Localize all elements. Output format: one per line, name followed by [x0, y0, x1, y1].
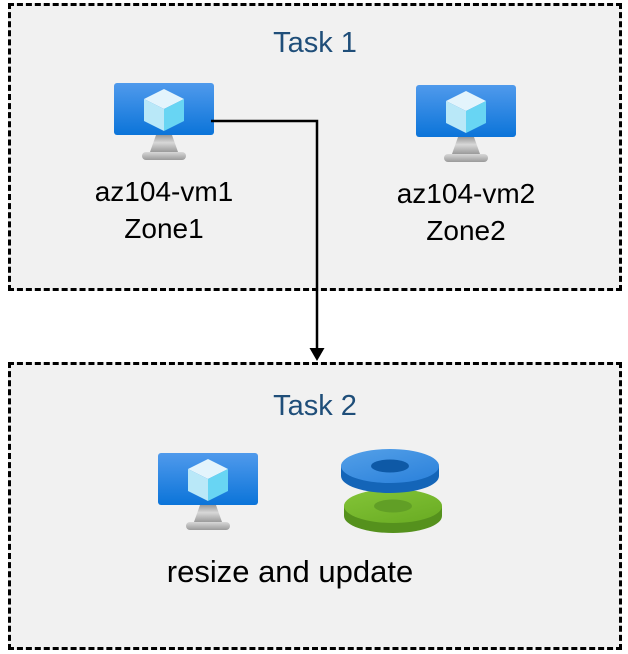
cube-glyph — [188, 459, 228, 501]
vm-name-label: az104-vm1 — [94, 176, 234, 207]
vm-zone-label: Zone1 — [124, 213, 204, 244]
vm-group-az104-vm2: az104-vm2 Zone2 — [386, 85, 546, 249]
blue-disk — [341, 449, 439, 493]
task2-caption: resize and update — [166, 554, 414, 589]
cube-glyph — [144, 89, 184, 131]
virtual-machine-icon — [416, 85, 516, 162]
vm-label: az104-vm2 Zone2 — [397, 175, 536, 249]
vm-name-label: az104-vm2 — [396, 178, 536, 209]
vm-zone-label: Zone2 — [426, 215, 506, 246]
task1-box: Task 1 az104-vm1 Zone1 — [8, 3, 622, 291]
task2-title: Task 2 — [273, 390, 357, 422]
task2-box: Task 2 resi — [8, 362, 622, 650]
managed-disks-icon — [341, 449, 442, 533]
virtual-machine-icon — [114, 83, 214, 160]
green-disk — [344, 489, 442, 533]
virtual-machine-icon — [158, 453, 258, 530]
vm-label: az104-vm1 Zone1 — [95, 173, 234, 247]
task1-title: Task 1 — [273, 27, 357, 59]
vm-group-az104-vm1: az104-vm1 Zone1 — [84, 83, 244, 247]
cube-glyph — [446, 91, 486, 133]
